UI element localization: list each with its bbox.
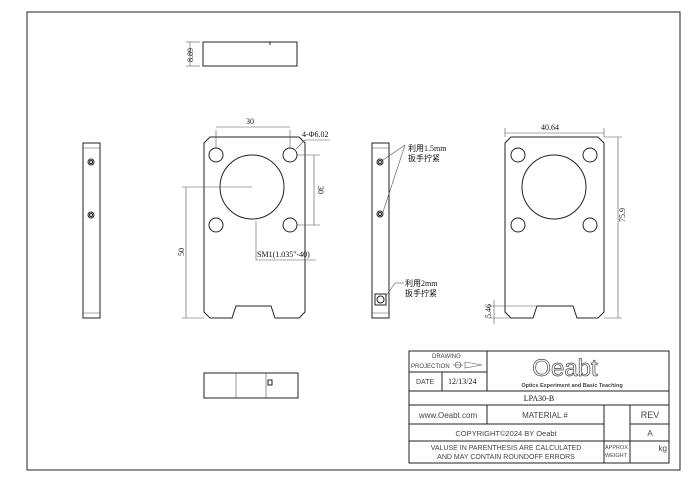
rev-label: REV bbox=[641, 410, 660, 420]
note-1-line1: 利用1.5mm bbox=[408, 143, 447, 153]
approx-label: APPROX bbox=[605, 445, 628, 451]
left-side-view bbox=[82, 142, 101, 319]
hole-callout: 4-Φ6.02 bbox=[302, 130, 329, 139]
dim-hole-spacing-v: 30 bbox=[316, 186, 325, 194]
date-label: DATE bbox=[416, 379, 434, 386]
logo: Oeabt bbox=[532, 355, 598, 382]
rear-view: 40.64 75.9 5.46 bbox=[484, 123, 627, 324]
right-side-view: 利用1.5mm 扳手拧紧 利用2mm 扳手拧紧 bbox=[371, 142, 447, 319]
dim-center-height: 50 bbox=[177, 248, 186, 256]
top-view: 8.89 bbox=[186, 41, 298, 67]
logo-tagline: Optics Experiment and Basic Teaching bbox=[521, 383, 622, 389]
projection-symbol-icon bbox=[453, 361, 483, 369]
thread-callout: SM1(1.035"-40) bbox=[257, 250, 310, 259]
dim-hole-spacing-h: 30 bbox=[246, 117, 254, 126]
projection-label: PROJECTION bbox=[411, 364, 450, 370]
note-2-line1: 利用2mm bbox=[405, 278, 438, 288]
note-2-line2: 扳手拧紧 bbox=[405, 288, 437, 298]
dim-top-thickness: 8.89 bbox=[186, 48, 195, 62]
front-view: 30 4-Φ6.02 30 50 SM1(1.035"-40) bbox=[177, 117, 330, 319]
note-line1: VALUSE IN PARENTHESIS ARE CALCULATED bbox=[431, 445, 582, 452]
weight-label: WEIGHT bbox=[605, 453, 628, 459]
drawing-label: DRAWING bbox=[432, 354, 461, 360]
dim-notch-height: 5.46 bbox=[484, 304, 493, 318]
part-number: LPA30-B bbox=[524, 394, 554, 403]
drawing-border bbox=[26, 11, 681, 471]
material-label: MATERIAL # bbox=[522, 411, 568, 420]
note-1-line2: 扳手拧紧 bbox=[408, 153, 440, 163]
dim-height: 75.9 bbox=[618, 208, 627, 222]
copyright: COPYRIGHT©2024 BY Oeabt bbox=[455, 429, 557, 438]
date-value: 12/13/24 bbox=[448, 377, 476, 386]
bottom-view bbox=[203, 372, 299, 399]
title-block: DRAWING PROJECTION DATE 12/13/24 Oeabt O… bbox=[408, 350, 670, 464]
dim-width: 40.64 bbox=[541, 123, 559, 132]
note-line2: AND MAY CONTAIN ROUNDOFF ERRORS bbox=[437, 454, 575, 461]
website: www.Oeabt.com bbox=[418, 411, 478, 420]
rev-value: A bbox=[647, 429, 653, 438]
weight-unit: kg bbox=[659, 444, 667, 453]
